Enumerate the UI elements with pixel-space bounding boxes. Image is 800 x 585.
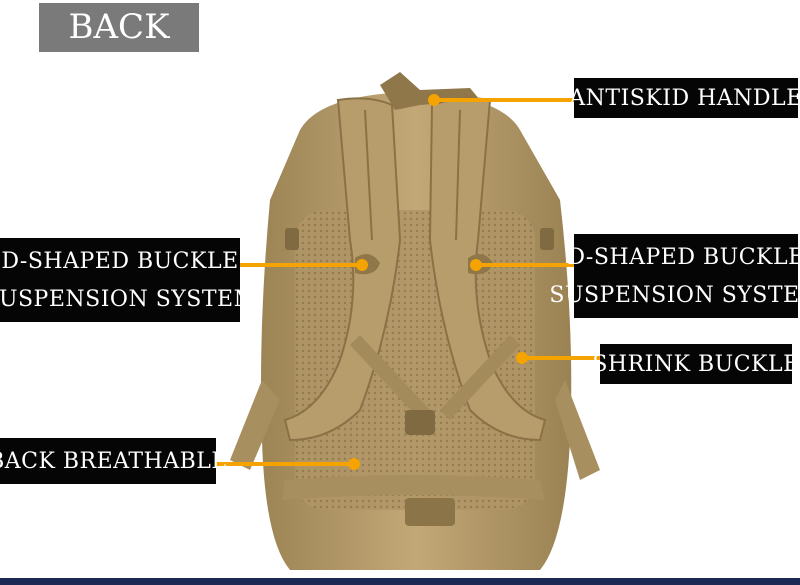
antiskid-handle-label: ANTISKID HANDLE	[569, 78, 800, 118]
page-title: BACK	[39, 3, 199, 52]
antiskid-handle-text: ANTISKID HANDLE	[569, 85, 800, 111]
d-buckle-right-label: D-SHAPED BUCKLE SUSPENSION SYSTEM	[549, 234, 800, 318]
d-buckle-left-line2: SUSPENSION SYSTEM	[0, 286, 257, 312]
d-buckle-right-line2: SUSPENSION SYSTEM	[549, 282, 800, 308]
d-buckle-left-line1: D-SHAPED BUCKLE	[1, 248, 239, 274]
back-breathable-label: BACK BREATHABLE	[0, 438, 227, 484]
antiskid-handle-leader	[434, 98, 574, 102]
bottom-divider	[0, 578, 800, 585]
d-buckle-right-leader	[476, 263, 574, 267]
d-buckle-left-leader	[240, 263, 362, 267]
d-buckle-right-line1: D-SHAPED BUCKLE	[567, 244, 800, 270]
shrink-buckle-leader	[522, 356, 600, 360]
d-buckle-left-marker	[356, 259, 368, 271]
shrink-buckle-label: SHRINK BUCKLE	[592, 344, 799, 384]
shrink-buckle-text: SHRINK BUCKLE	[592, 351, 800, 377]
back-breathable-marker	[348, 458, 360, 470]
back-breathable-leader	[216, 462, 354, 466]
back-breathable-text: BACK BREATHABLE	[0, 448, 228, 474]
d-buckle-left-label: D-SHAPED BUCKLE SUSPENSION SYSTEM	[0, 238, 256, 322]
